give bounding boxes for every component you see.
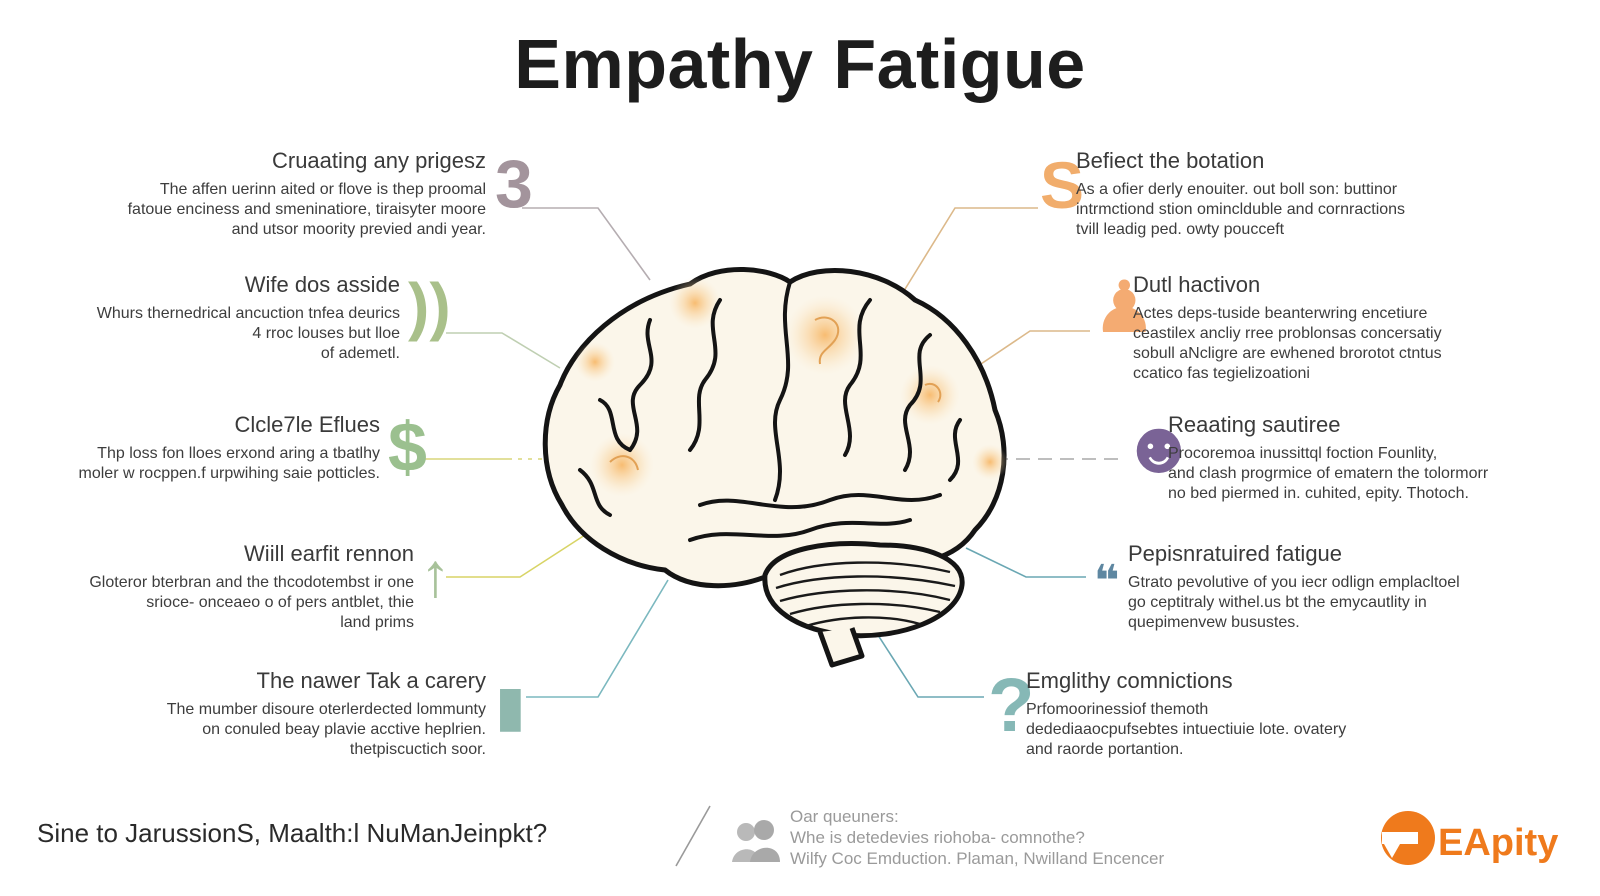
item-text-line: and clash progrmice of ematern the tolor… xyxy=(1168,465,1489,482)
connector-line xyxy=(526,579,669,698)
logo-mark-icon xyxy=(1381,811,1435,865)
double-bar-icon: )) xyxy=(408,270,451,342)
bottle-icon: ▮ xyxy=(495,674,526,737)
item-text-line: Gloteror bterbran and the thcodotembst i… xyxy=(89,574,414,591)
item-text-line: sobull aNcligre are ewhened brorotot ctn… xyxy=(1133,345,1442,362)
item-heading: Clcle7le Eflues xyxy=(234,412,380,437)
divider xyxy=(675,805,711,867)
item-text-line: no bed piermed in. cuhited, epity. Thoto… xyxy=(1168,485,1469,502)
activity-glow xyxy=(972,444,1008,480)
arrow-up-icon: ↑ xyxy=(420,541,451,610)
item-text-line: 4 rroc louses but lloe xyxy=(252,325,400,342)
item-text-line: go ceptitraly withel.us bt the emycautli… xyxy=(1128,594,1427,611)
connector-line xyxy=(965,547,1086,578)
connector-line xyxy=(446,532,589,578)
connector-line xyxy=(875,631,984,698)
item-heading: Befiect the botation xyxy=(1076,148,1265,173)
item-text-line: fatoue enciness and smeninatiore, tirais… xyxy=(127,201,486,218)
footer-caption: Sine to JarussionS, Maalth:l NuManJeinpk… xyxy=(37,818,548,848)
footer-notes: Oar queuners: Whe is detedevies riohoba-… xyxy=(790,806,1164,869)
item-right-2: Dutl hactivon Actes deps-tuside beanterw… xyxy=(1133,272,1442,384)
activity-glow xyxy=(900,365,960,425)
item-text-line: quepimenvew busustes. xyxy=(1128,614,1300,631)
activity-glow xyxy=(590,433,654,497)
item-left-3: Clcle7le Eflues Thp loss fon lloes erxon… xyxy=(79,412,380,484)
item-heading: Dutl hactivon xyxy=(1133,272,1261,297)
item-heading: Wife dos asside xyxy=(244,272,400,297)
item-text-line: and utsor moority previed andi year. xyxy=(231,221,486,238)
person-icon: ♟ xyxy=(1092,268,1157,348)
cerebellum-folds xyxy=(775,561,956,628)
item-text-line: land prims xyxy=(340,614,414,631)
item-heading: Wiill earfit rennon xyxy=(244,541,414,566)
item-heading: Pepisnratuired fatigue xyxy=(1128,541,1343,566)
item-text-line: Whurs thernedrical ancuction tnfea deuri… xyxy=(96,305,400,322)
item-text-line: srioce- onceaeo o of pers antblet, thie xyxy=(146,594,414,611)
people-group-icon xyxy=(732,820,780,862)
footer-note-line: Oar queuners: xyxy=(790,807,899,826)
item-heading: Emglithy comnictions xyxy=(1026,668,1233,693)
item-right-1: Befiect the botation As a ofier derly en… xyxy=(1076,148,1405,240)
dollar-icon: $ xyxy=(388,408,427,486)
item-text-line: dedediaaocpufsebtes intuectiuie lote. ov… xyxy=(1026,721,1347,738)
item-right-5: Emglithy comnictions Prfomoorinessiof th… xyxy=(1026,668,1346,760)
item-left-5: The nawer Tak a carery The mumber disour… xyxy=(167,668,486,760)
item-text-line: on conuled beay plavie acctive heplrien. xyxy=(202,721,486,738)
activity-glow xyxy=(575,342,615,382)
item-text-line: and raorde portantion. xyxy=(1026,741,1184,758)
item-text-line: Thp loss fon lloes erxond aring a tbatlh… xyxy=(97,445,380,462)
glow-accents xyxy=(609,316,942,471)
item-left-1: Cruaating any prigesz The affen uerinn a… xyxy=(128,148,486,240)
connector-line xyxy=(901,207,1038,295)
item-text-line: intrmctiond stion ominclduble and cornra… xyxy=(1076,201,1406,218)
item-text-line: moler w rocppen.f urpwihing saie potticl… xyxy=(78,465,380,482)
head-profile-icon: ☻ xyxy=(1120,405,1198,488)
item-right-3: Reaating sautiree Procoremoa inussittql … xyxy=(1168,412,1488,504)
quote-icon: ❝ xyxy=(1094,557,1120,606)
connector-line xyxy=(971,330,1090,371)
footer-note-line: Whe is detedevies riohoba- comnothe? xyxy=(790,828,1085,847)
item-left-2: Wife dos asside Whurs thernedrical ancuc… xyxy=(97,272,400,364)
item-heading: Reaating sautiree xyxy=(1168,412,1341,437)
activity-glow xyxy=(669,277,721,329)
item-text-line: Procoremoa inussittql foction Founlity, xyxy=(1168,445,1438,462)
activity-glow xyxy=(785,295,865,375)
page-title: Empathy Fatigue xyxy=(514,25,1086,103)
connector-line xyxy=(522,207,651,281)
item-heading: Cruaating any prigesz xyxy=(271,148,486,173)
brain-folds xyxy=(578,280,962,542)
item-text-line: thetpiscuctich soor. xyxy=(349,741,486,758)
item-text-line: Prfomoorinessiof themoth xyxy=(1026,701,1209,718)
brand-logo: EApity xyxy=(1438,822,1559,864)
item-left-4: Wiill earfit rennon Gloteror bterbran an… xyxy=(89,541,414,633)
item-text-line: Gtrato pevolutive of you iecr odlign emp… xyxy=(1128,574,1460,591)
item-text-line: tvill leadig ped. owty poucceft xyxy=(1076,221,1285,238)
item-text-line: The affen uerinn aited or flove is thep … xyxy=(159,181,486,198)
item-text-line: As a ofier derly enouiter. out boll son:… xyxy=(1076,181,1398,198)
item-heading: The nawer Tak a carery xyxy=(256,668,486,693)
item-right-4: Pepisnratuired fatigue Gtrato pevolutive… xyxy=(1128,541,1460,633)
item-text-line: of ademetl. xyxy=(320,345,400,362)
footer-note-line: Wilfy Coc Emduction. Plaman, Nwilland En… xyxy=(790,849,1165,868)
item-text-line: The mumber disoure oterlerdected lommunt… xyxy=(166,701,486,718)
item-text-line: ccatico fas tegielizoationi xyxy=(1133,365,1310,382)
brain-stem xyxy=(817,627,865,668)
connector-line xyxy=(446,332,561,369)
item-text-line: ceastilex ancliy rree problonsas concers… xyxy=(1133,325,1442,342)
number-three-icon: 3 xyxy=(495,146,533,222)
item-text-line: Actes deps-tuside beanterwring encetiure xyxy=(1133,305,1428,322)
question-icon: ? xyxy=(988,663,1035,748)
number-five-icon: S xyxy=(1040,148,1085,222)
